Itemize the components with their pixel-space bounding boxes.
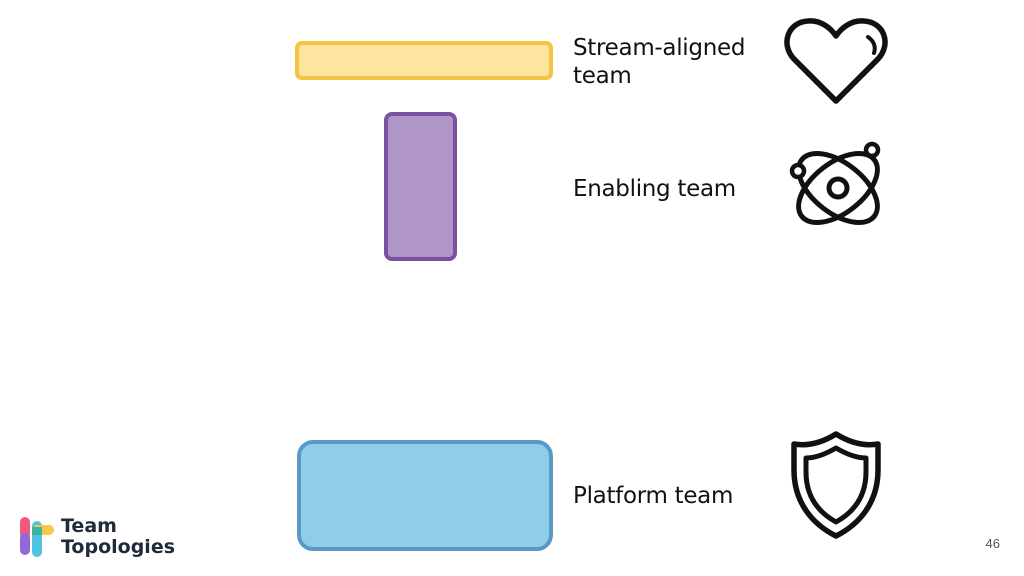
- platform-team-label: Platform team: [573, 483, 734, 509]
- logo-text-topologies: Topologies: [61, 536, 176, 558]
- stream-aligned-team-shape: [295, 41, 553, 80]
- page-number: 46: [985, 536, 1000, 551]
- enabling-team-shape: [384, 112, 457, 261]
- team-topologies-logo: Team Topologies: [18, 515, 188, 559]
- logo-text-team: Team: [61, 515, 117, 537]
- platform-team-shape: [297, 440, 553, 551]
- logo-mark-icon: [20, 517, 54, 557]
- shield-icon: [791, 431, 881, 539]
- stream-aligned-team-label: Stream-aligned team: [573, 35, 746, 89]
- enabling-team-label: Enabling team: [573, 176, 736, 202]
- atom-icon: [789, 141, 881, 225]
- heart-icon: [784, 18, 888, 104]
